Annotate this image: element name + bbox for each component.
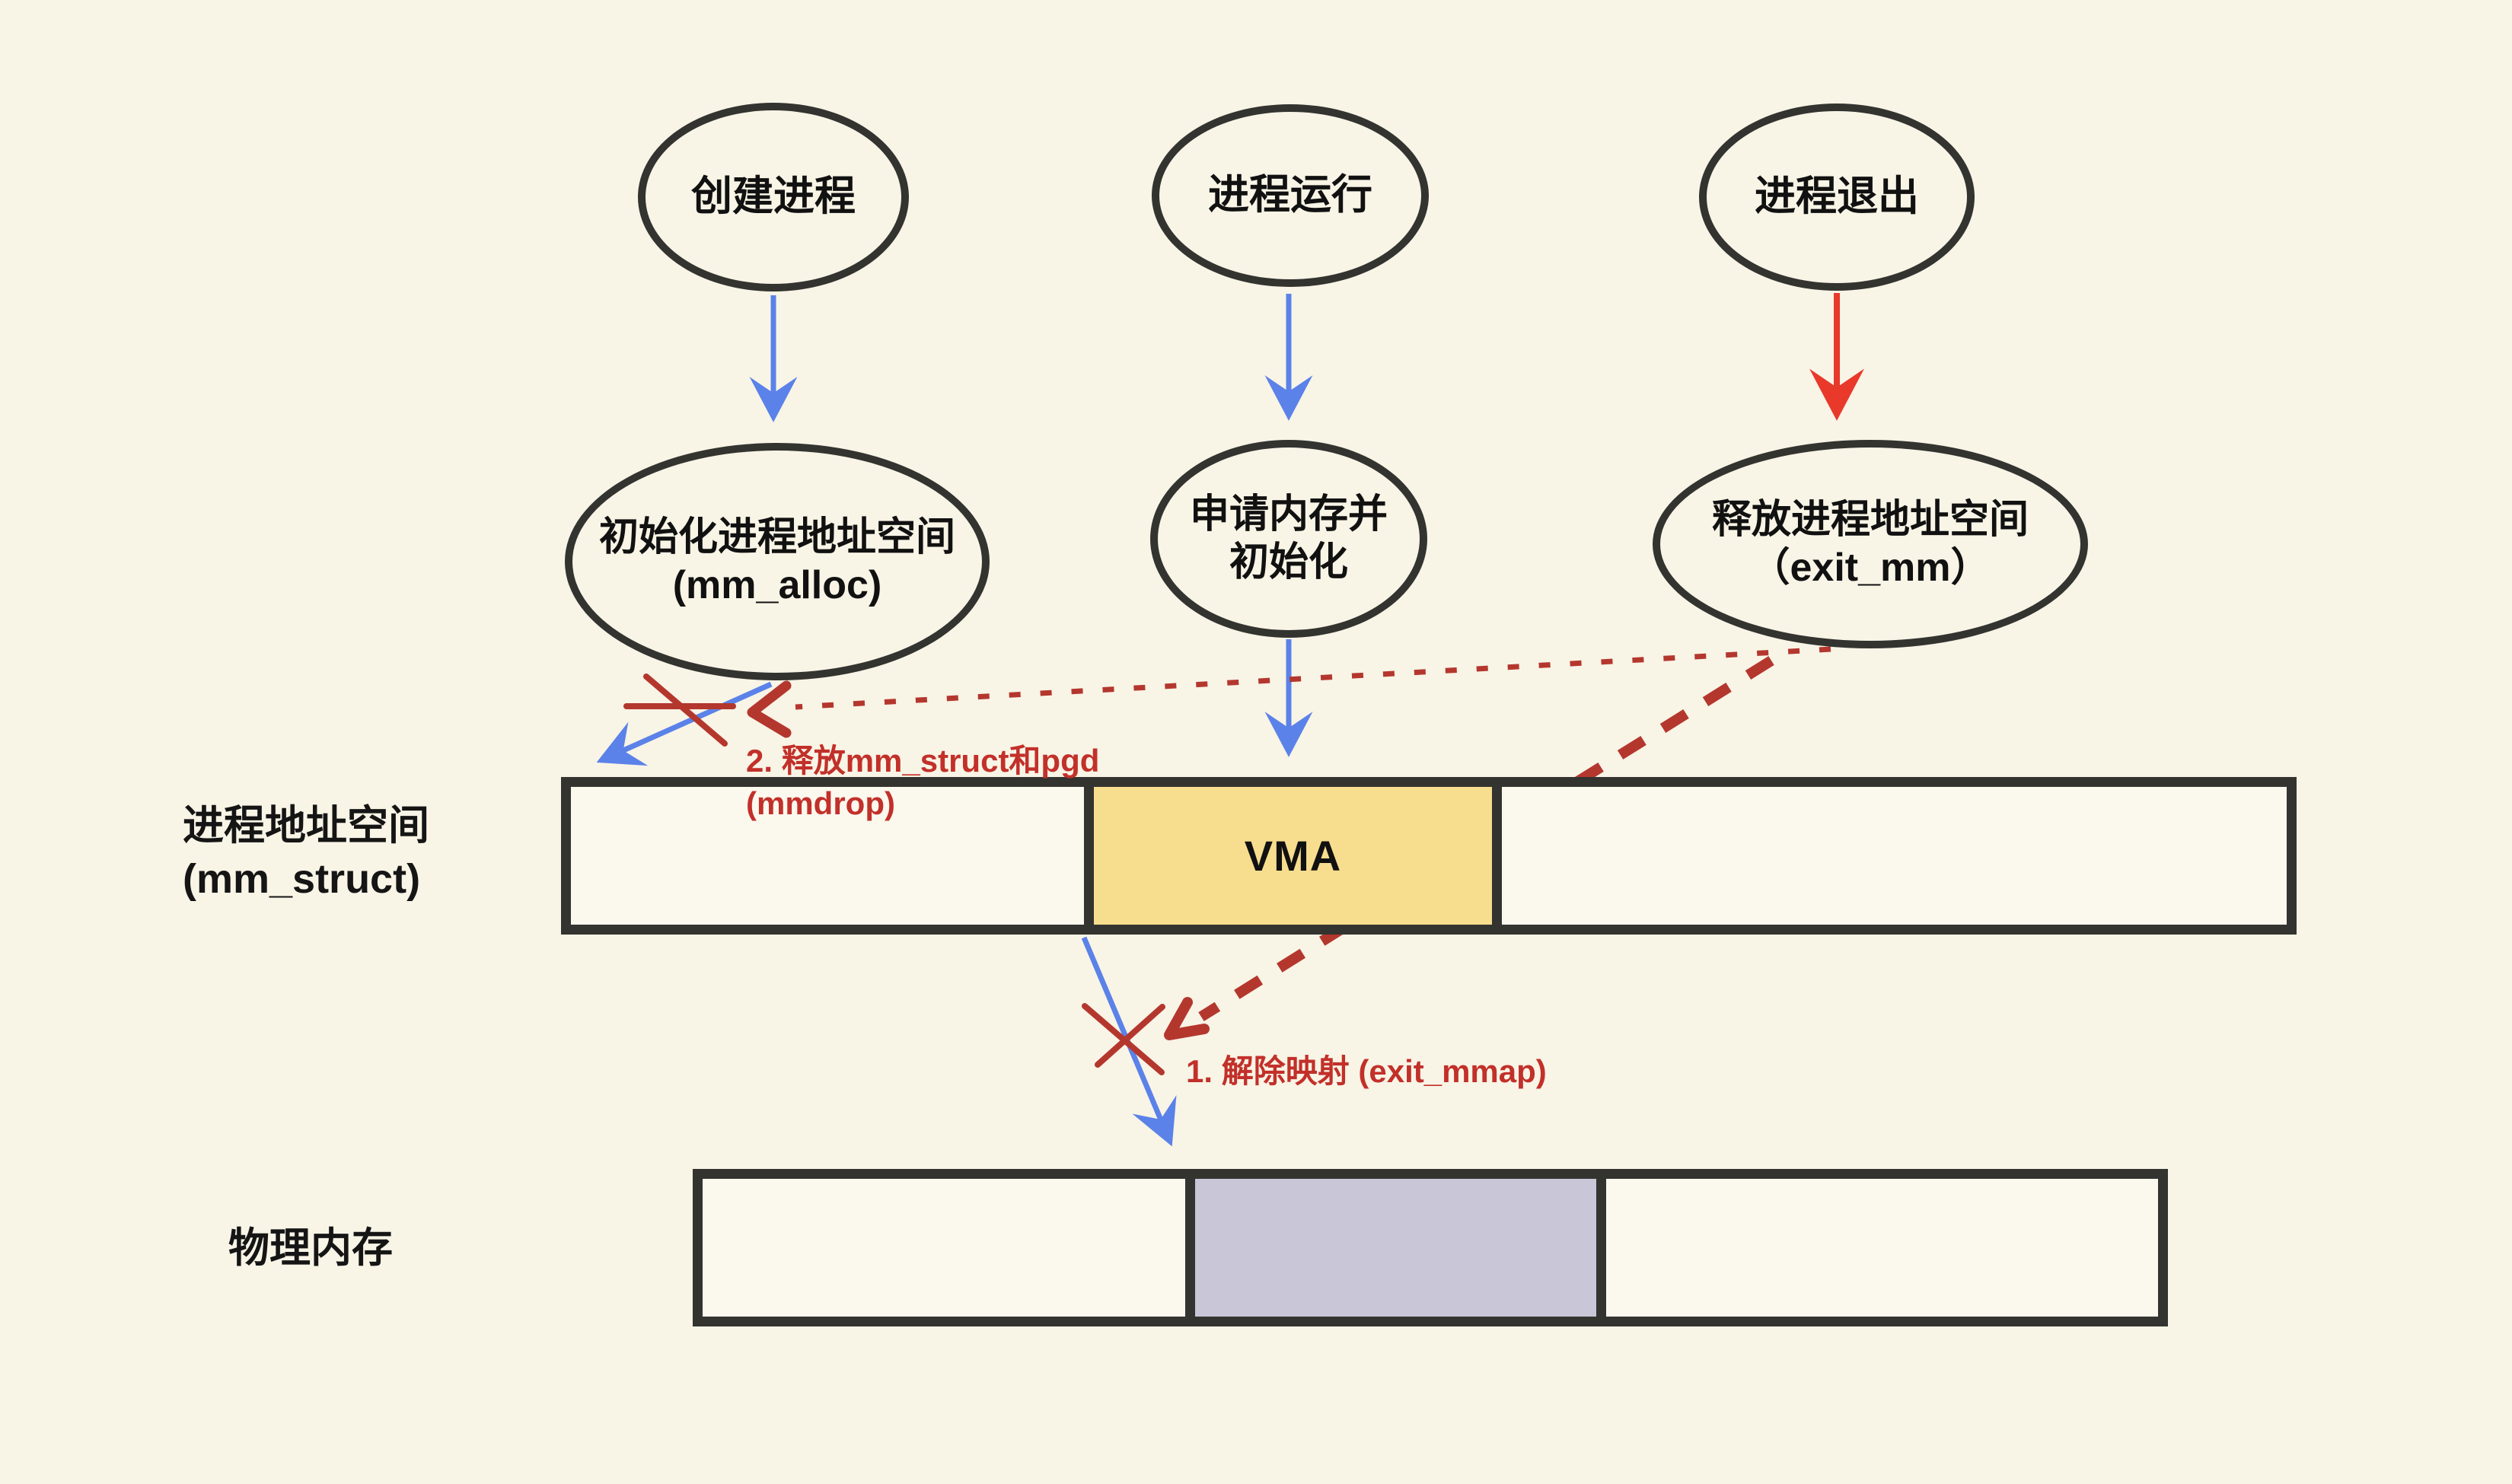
address-space-bar-label-line1: 进程地址空间: [183, 803, 429, 849]
annotation-step1: 1. 解除映射 (exit_mmap): [1186, 1053, 1547, 1089]
arrow-vma-to-physical: [1081, 936, 1177, 1147]
node-create-process: 创建进程: [638, 103, 909, 291]
node-alloc-memory-line2: 初始化: [1229, 540, 1348, 584]
physical-memory-label: 物理内存: [228, 1225, 393, 1271]
annotation-step2: 2. 释放mm_struct和pgd (mmdrop): [746, 740, 1099, 825]
physical-memory-bar: [693, 1169, 2168, 1326]
node-process-exit-label: 进程退出: [1755, 174, 1919, 220]
node-alloc-memory-line1: 申请内存并: [1189, 492, 1388, 537]
node-release-address-space-line2: （exit_mm）: [1750, 546, 1991, 590]
physical-used-segment: [1185, 1179, 1606, 1317]
vma-label: VMA: [1244, 832, 1342, 880]
arrowhead-mmdrop-chevron: [747, 680, 792, 738]
node-process-running-label: 进程运行: [1208, 172, 1372, 218]
node-init-address-space-line1: 初始化进程地址空间: [598, 514, 955, 559]
address-space-bar-label-line2: (mm_struct): [183, 856, 421, 903]
node-create-process-label: 创建进程: [691, 174, 856, 220]
node-alloc-memory: 申请内存并 初始化: [1150, 440, 1427, 638]
node-process-exit: 进程退出: [1699, 103, 1975, 291]
node-release-address-space-line1: 释放进程地址空间: [1711, 497, 2029, 542]
arrow-release-mmdrop-dotted: [795, 646, 1831, 710]
node-process-running: 进程运行: [1152, 104, 1429, 287]
node-init-address-space: 初始化进程地址空间 (mm_alloc): [565, 443, 990, 680]
node-release-address-space: 释放进程地址空间 （exit_mm）: [1653, 440, 2088, 648]
vma-segment: VMA: [1084, 787, 1502, 925]
annotation-step2-line2: (mmdrop): [746, 785, 895, 821]
cross-mark-exitmmap: [1082, 1003, 1165, 1075]
address-space-bar: VMA: [561, 777, 2297, 935]
address-space-bar-label: 进程地址空间 (mm_struct): [183, 799, 429, 906]
annotation-step2-line1: 2. 释放mm_struct和pgd: [746, 743, 1100, 779]
cross-mark-mmdrop: [623, 674, 736, 747]
arrowhead-exitmmap-chevron: [1164, 997, 1210, 1040]
node-init-address-space-line2: (mm_alloc): [672, 563, 882, 607]
